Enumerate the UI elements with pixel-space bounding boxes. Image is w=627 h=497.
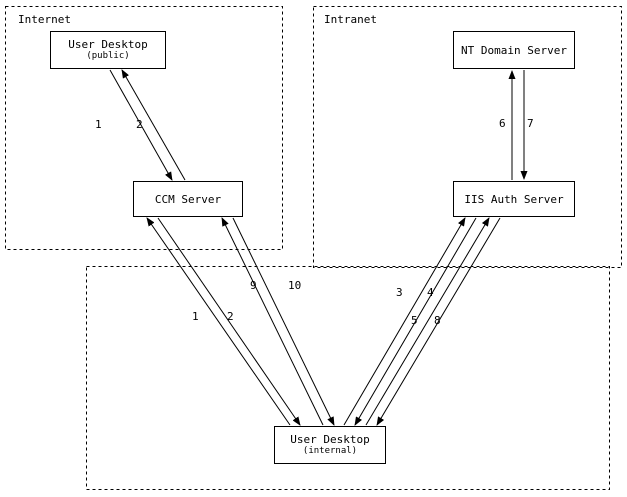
node-title: CCM Server [154, 192, 222, 206]
edge-label-2-internal: 2 [227, 310, 234, 323]
node-ccm-server[interactable]: CCM Server [133, 181, 243, 217]
node-title: NT Domain Server [461, 43, 567, 57]
edge-1-internal-to-ccm [146, 217, 291, 426]
edge-8-iis-to-internal [376, 217, 501, 426]
edge-label-3: 3 [396, 286, 403, 299]
node-nt-domain-server[interactable]: NT Domain Server [453, 31, 575, 69]
zone-label-internet: Internet [18, 13, 71, 26]
edge-2-ccm-to-public [121, 69, 186, 181]
node-user-desktop-internal[interactable]: User Desktop (internal) [274, 426, 386, 464]
zone-internal-lan-border [86, 266, 610, 490]
edge-5-internal-to-iis [365, 217, 490, 426]
edge-label-7: 7 [527, 117, 534, 130]
node-title: User Desktop [68, 38, 148, 51]
edge-1-public-to-ccm [109, 69, 173, 181]
edge-9-internal-to-ccm [221, 217, 324, 426]
edge-label-9: 9 [250, 279, 257, 292]
edge-2-ccm-to-internal [157, 217, 301, 426]
edge-label-1-public: 1 [95, 118, 102, 131]
edge-label-8: 8 [434, 314, 441, 327]
edge-4-iis-to-internal [354, 217, 477, 426]
node-title: User Desktop [290, 433, 370, 446]
zone-intranet-border [313, 6, 622, 268]
edge-10-ccm-to-internal [232, 217, 335, 426]
edge-label-2-public: 2 [136, 118, 143, 131]
node-iis-auth-server[interactable]: IIS Auth Server [453, 181, 575, 217]
edge-label-5: 5 [411, 314, 418, 327]
node-title: IIS Auth Server [464, 192, 564, 206]
node-user-desktop-public[interactable]: User Desktop (public) [50, 31, 166, 69]
edge-label-1-internal: 1 [192, 310, 199, 323]
edge-label-10: 10 [288, 279, 302, 292]
zone-internet-border [5, 6, 283, 250]
zone-label-intranet: Intranet [324, 13, 377, 26]
edge-3-internal-to-iis [343, 217, 466, 426]
node-subtitle: (public) [86, 51, 130, 61]
node-subtitle: (internal) [302, 446, 358, 456]
edge-label-6: 6 [499, 117, 506, 130]
edge-label-4: 4 [427, 286, 434, 299]
